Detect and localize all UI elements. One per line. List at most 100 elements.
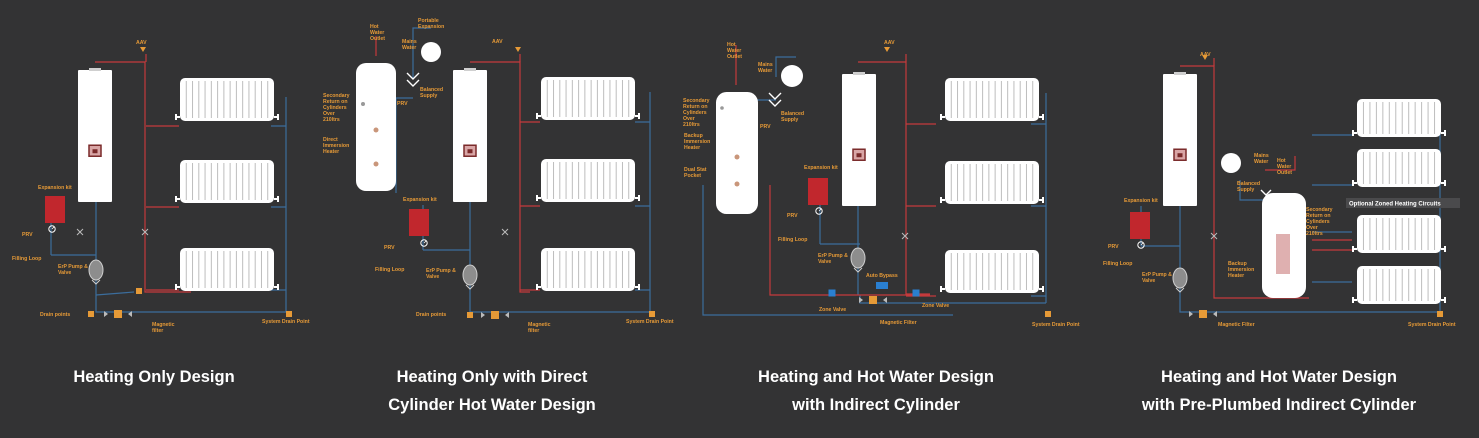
radiator <box>1352 99 1446 137</box>
pump-label: ErP Pump &Valve <box>426 268 456 280</box>
radiator-valve-right <box>1441 130 1446 136</box>
pump-valve <box>1175 287 1185 293</box>
aav-icon <box>140 47 146 52</box>
boiler-flue <box>89 68 101 71</box>
heater-element <box>734 154 740 160</box>
flow-pipe <box>146 125 179 291</box>
boiler-display-core <box>1177 153 1183 158</box>
magnetic-filter-icon <box>1199 310 1207 318</box>
radiator-valve-right <box>1039 197 1044 203</box>
return-pipe <box>422 205 470 251</box>
radiator-valve-left <box>1352 180 1357 186</box>
radiator-body <box>1357 149 1441 187</box>
heater-element <box>373 127 379 133</box>
radiator <box>175 78 279 121</box>
radiator-valve-left <box>536 195 541 201</box>
drain-point <box>286 311 292 317</box>
expansion-kit-label: Expansion kit <box>403 197 437 203</box>
system-drain-label: System Drain Point <box>262 319 310 325</box>
radiator-valve-right <box>274 114 279 120</box>
check-valve <box>141 228 149 236</box>
radiator-body <box>541 77 635 120</box>
flow-pipe <box>1265 156 1296 171</box>
radiator-body <box>1357 215 1441 253</box>
expansion-vessel <box>45 196 65 223</box>
gauge-needle <box>818 208 822 212</box>
aav-label: AAV <box>884 40 895 46</box>
filling-loop-label: Filling Loop <box>1103 261 1132 267</box>
return-pipe <box>1312 134 1352 283</box>
radiator-valve-right <box>635 284 640 290</box>
check-valve <box>901 232 909 240</box>
expansion-kit-label: Expansion kit <box>38 185 72 191</box>
zone-valve-label: Zone Valve <box>819 307 846 313</box>
system-drain-label: System Drain Point <box>626 319 674 325</box>
pump-valve <box>465 284 475 290</box>
prv-cylinder-label: PRV <box>397 101 408 107</box>
flow-pipe <box>1312 239 1352 251</box>
return-pipe <box>395 97 413 193</box>
heater-element <box>734 181 740 187</box>
radiator <box>536 159 640 202</box>
mains-valve-icon <box>1260 189 1272 196</box>
boiler-flue <box>464 68 476 71</box>
boiler-flue <box>853 72 865 75</box>
mains-valve-icon <box>406 72 420 87</box>
return-pipe <box>1239 180 1264 201</box>
radiator <box>940 78 1044 121</box>
magnetic-filter-icon <box>869 296 877 304</box>
filling-loop-label: Filling Loop <box>12 256 41 262</box>
radiator-valve-left <box>1352 246 1357 252</box>
pump-label: ErP Pump &Valve <box>58 264 88 276</box>
diagram-caption: Heating and Hot Water Design <box>758 368 994 386</box>
radiator-valve-right <box>635 195 640 201</box>
radiator-valve-left <box>940 114 945 120</box>
cylinder-port <box>720 106 724 110</box>
return-pipe <box>95 291 135 296</box>
drain-points-label: Drain points <box>416 312 446 318</box>
filling-loop-label: Filling Loop <box>375 267 404 273</box>
flow-pipe <box>1180 65 1309 299</box>
expansion-vessel <box>409 209 429 236</box>
pressure-gauge <box>48 225 56 233</box>
aav-label: AAV <box>1200 52 1211 58</box>
expansion-kit-label: Expansion kit <box>804 165 838 171</box>
radiator-valve-right <box>1039 114 1044 120</box>
auto-bypass-icon <box>876 282 888 289</box>
boiler-display-core <box>856 153 862 158</box>
aav-label: AAV <box>492 39 503 45</box>
return-pipe <box>95 97 287 313</box>
boiler <box>78 70 112 202</box>
diagram-caption: with Pre-Plumbed Indirect Cylinder <box>1141 396 1417 414</box>
system-drain-label: System Drain Point <box>1408 322 1456 328</box>
pump <box>88 259 104 281</box>
pump-valve <box>91 279 101 285</box>
flow-pipe <box>769 185 930 296</box>
radiator-valve-right <box>1441 297 1446 303</box>
radiator-valve-left <box>175 196 180 202</box>
drain-point <box>649 311 655 317</box>
pump-valve <box>853 267 863 273</box>
radiator-valve-left <box>1352 297 1357 303</box>
pump-label: ErP Pump &Valve <box>1142 272 1172 284</box>
radiator-valve-right <box>1441 180 1446 186</box>
return-pipe <box>412 27 431 78</box>
radiator-body <box>180 78 274 121</box>
expansion-vessel <box>1130 212 1150 239</box>
return-pipe <box>819 204 860 245</box>
cylinder-port <box>361 102 365 106</box>
diagram-caption: Cylinder Hot Water Design <box>388 396 596 414</box>
zone-valve-icon <box>912 289 920 297</box>
cylinder <box>716 92 758 214</box>
